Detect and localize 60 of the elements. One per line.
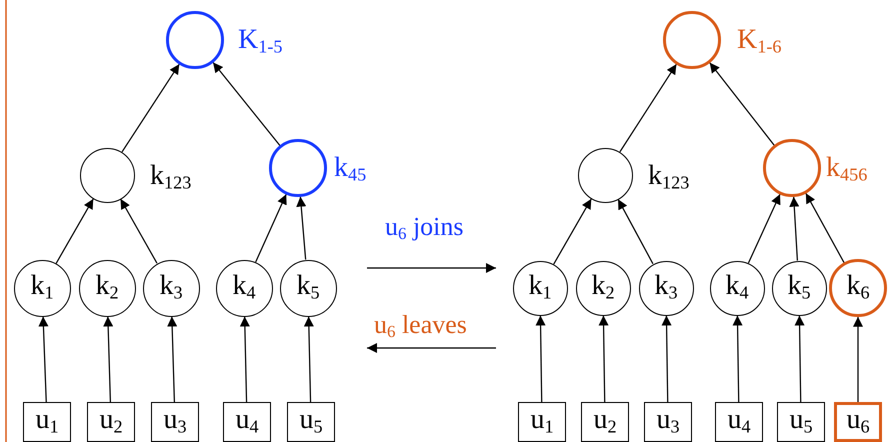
arrow bbox=[38, 316, 48, 402]
circle-node: k$_{4}$ bbox=[216, 260, 272, 316]
circle-node bbox=[763, 139, 821, 197]
circle-node: k$_{5}$ bbox=[772, 260, 826, 316]
box-node: u$_{3}$ bbox=[151, 402, 199, 442]
circle-node: k$_{2}$ bbox=[576, 260, 630, 316]
node-label: K$_{1-6}$ bbox=[737, 26, 782, 54]
box-node: u$_{5}$ bbox=[777, 402, 825, 442]
arrow bbox=[122, 64, 180, 152]
arrow bbox=[805, 192, 845, 264]
arrow bbox=[662, 315, 672, 402]
arrow bbox=[618, 198, 654, 264]
arrow bbox=[255, 194, 287, 262]
box-node: u$_{6}$ bbox=[834, 402, 882, 442]
transition-label: u$_{6}$ joins bbox=[385, 214, 464, 240]
arrow bbox=[748, 194, 781, 264]
arrow bbox=[56, 198, 94, 264]
circle-node: k$_{3}$ bbox=[142, 260, 200, 316]
arrow bbox=[709, 62, 775, 146]
node-label: K$_{1-5}$ bbox=[238, 26, 282, 54]
circle-node bbox=[269, 139, 327, 197]
circle-node: k$_{3}$ bbox=[638, 260, 694, 316]
arrow bbox=[304, 316, 314, 402]
arrow bbox=[536, 315, 546, 402]
box-node: u$_{5}$ bbox=[287, 402, 335, 442]
circle-node: k$_{2}$ bbox=[78, 260, 136, 316]
arrow bbox=[296, 196, 306, 260]
arrow bbox=[240, 316, 250, 402]
circle-node: k$_{4}$ bbox=[710, 260, 764, 316]
box-node: u$_{2}$ bbox=[581, 402, 629, 442]
node-label: k$_{456}$ bbox=[826, 154, 868, 182]
circle-node: k$_{6}$ bbox=[829, 259, 887, 317]
box-node: u$_{1}$ bbox=[518, 402, 566, 442]
circle-node bbox=[578, 148, 632, 202]
circle-node: k$_{1}$ bbox=[14, 260, 70, 316]
circle-node bbox=[166, 11, 224, 69]
box-node: u$_{2}$ bbox=[87, 402, 135, 442]
node-label: k$_{123}$ bbox=[648, 162, 690, 190]
arrow bbox=[553, 198, 592, 264]
circle-node bbox=[663, 11, 721, 69]
arrow bbox=[212, 62, 280, 146]
box-node: u$_{3}$ bbox=[644, 402, 692, 442]
node-label: k$_{45}$ bbox=[334, 154, 366, 182]
arrow bbox=[619, 64, 677, 152]
arrow bbox=[103, 316, 114, 402]
box-node: u$_{4}$ bbox=[715, 402, 763, 442]
box-node: u$_{4}$ bbox=[223, 402, 271, 442]
arrow bbox=[853, 316, 863, 402]
arrow bbox=[732, 315, 743, 402]
arrow bbox=[794, 315, 805, 402]
circle-node: k$_{5}$ bbox=[280, 260, 336, 316]
arrow bbox=[167, 316, 178, 402]
arrow bbox=[598, 315, 609, 402]
node-label: k$_{123}$ bbox=[150, 162, 192, 190]
arrow bbox=[120, 198, 158, 264]
circle-node: k$_{1}$ bbox=[512, 260, 568, 316]
transition-label: u$_{6}$ leaves bbox=[374, 312, 467, 338]
circle-node bbox=[80, 148, 134, 202]
arrow bbox=[789, 196, 800, 261]
box-node: u$_{1}$ bbox=[23, 402, 71, 442]
